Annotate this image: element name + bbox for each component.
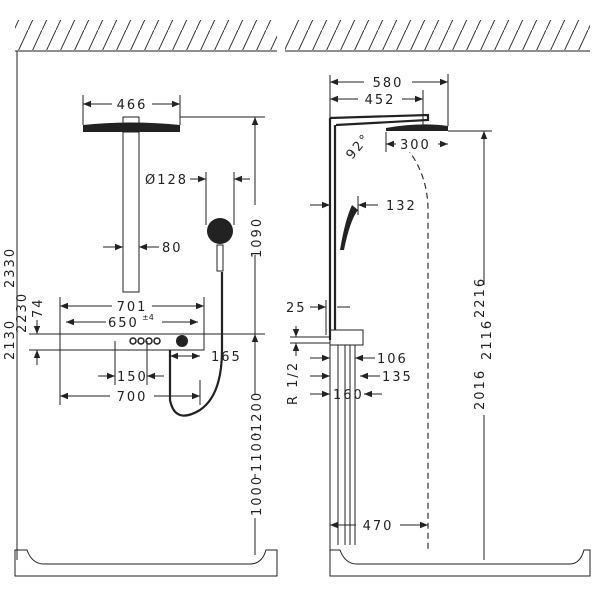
dim-80: 80 — [162, 241, 183, 256]
front-view: 466 Ø128 80 701 650 ±4 74 165 150 700 — [3, 20, 278, 577]
riser-pipe — [328, 113, 430, 340]
dim-diameter-128: Ø128 — [145, 173, 188, 188]
dim-2116: 2116 — [480, 319, 495, 360]
dim-106: 106 — [377, 352, 408, 367]
dim-150: 150 — [117, 370, 148, 385]
dim-701: 701 — [117, 300, 148, 315]
dim-452: 452 — [365, 93, 396, 108]
dim-74: 74 — [31, 297, 46, 318]
dim-160: 160 — [333, 388, 364, 403]
shower-tray — [14, 549, 278, 577]
thermostat-buttons — [129, 337, 161, 345]
ceiling-hatch — [15, 20, 277, 50]
dim-25: 25 — [286, 301, 307, 316]
dim-2230: 2230 — [15, 292, 30, 333]
dim-2016: 2016 — [473, 369, 488, 410]
dim-470: 470 — [363, 519, 394, 534]
dim-135: 135 — [382, 370, 413, 385]
dim-300: 300 — [400, 138, 431, 153]
dim-2130: 2130 — [3, 319, 18, 360]
shower-hose — [168, 272, 224, 417]
supply-pipes — [337, 345, 356, 545]
hand-shower-side — [340, 205, 358, 250]
thermostat-knob — [176, 335, 188, 347]
dim-580: 580 — [373, 76, 404, 91]
thermostat-side — [329, 329, 364, 346]
swing-path — [399, 139, 429, 550]
dim-650: 650 — [108, 316, 139, 331]
dim-1200: 1200 — [250, 391, 265, 432]
dim-1100: 1100 — [250, 431, 265, 472]
dim-1000: 1000 — [250, 475, 265, 516]
dim-thread-r12: R 1/2 — [286, 361, 301, 405]
dim-466: 466 — [117, 98, 148, 113]
dim-2216: 2216 — [473, 277, 488, 318]
dim-1090: 1090 — [250, 217, 265, 258]
dim-650-tolerance: ±4 — [142, 313, 154, 322]
dim-700: 700 — [117, 390, 148, 405]
dim-angle-92: 92° — [344, 131, 374, 163]
hand-shower-handle — [216, 244, 224, 272]
ceiling-hatch-side — [285, 20, 590, 50]
side-view: 580 452 92° 300 132 25 106 135 160 R 1/2 — [285, 20, 591, 577]
shower-pipe — [122, 131, 140, 293]
shower-tray-side — [329, 549, 591, 577]
overhead-shower-side — [386, 124, 448, 131]
dim-2330: 2330 — [3, 247, 18, 288]
dim-165: 165 — [211, 350, 242, 365]
dim-132: 132 — [386, 199, 417, 214]
hand-shower-head — [207, 218, 233, 244]
overhead-shower — [83, 122, 180, 132]
